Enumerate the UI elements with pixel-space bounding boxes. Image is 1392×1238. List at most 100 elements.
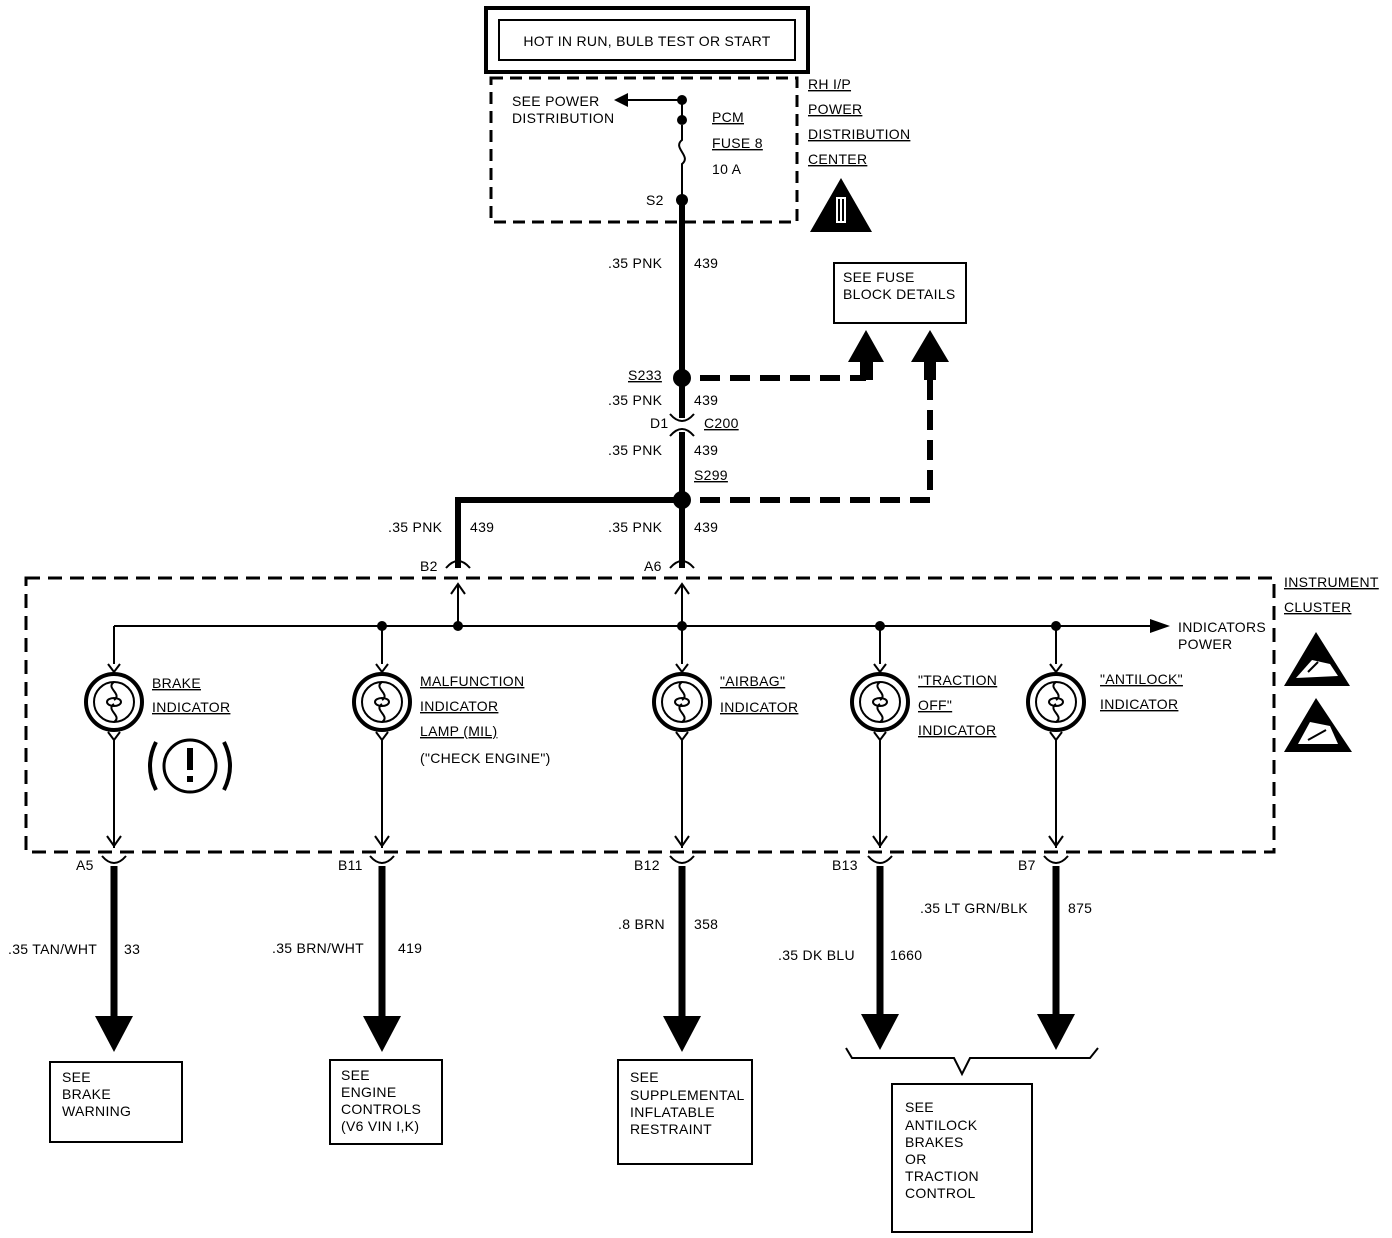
- connector-b13: [867, 855, 893, 864]
- mil-wire-circuit: 419: [398, 940, 422, 956]
- connector-b7: [1043, 855, 1069, 864]
- dest-abs-3: BRAKES: [905, 1134, 964, 1150]
- wire-gauge-2: .35 PNK: [608, 392, 663, 408]
- wire-circuit-5: 439: [694, 519, 718, 535]
- instrument-cluster-box: [24, 576, 1276, 854]
- fuse-line-2: FUSE 8: [712, 135, 763, 151]
- cluster-name-1: INSTRUMENT: [1284, 574, 1379, 590]
- mil-wire-gauge: .35 BRN/WHT: [272, 940, 364, 956]
- pin-b7: B7: [1018, 857, 1036, 873]
- pin-b12: B12: [634, 857, 660, 873]
- dest-brake-2: BRAKE: [62, 1086, 111, 1102]
- arrow-icon: [95, 1016, 133, 1052]
- pin-b13: B13: [832, 857, 858, 873]
- wire-gauge-1: .35 PNK: [608, 255, 663, 271]
- cluster-name-2: CLUSTER: [1284, 599, 1351, 615]
- power-distribution-center: SEE POWER DISTRIBUTION PCM FUSE 8 10 A S…: [489, 76, 910, 232]
- c200-name: C200: [704, 415, 739, 431]
- pdc-name-4: CENTER: [808, 151, 867, 167]
- fuse-line-3: 10 A: [712, 161, 742, 177]
- arrow-icon: [663, 1016, 701, 1052]
- dest-brake-3: WARNING: [62, 1103, 131, 1119]
- dest-abs-4: OR: [905, 1151, 927, 1167]
- dest-engine-controls: SEE ENGINE CONTROLS (V6 VIN I,K): [329, 1059, 443, 1145]
- connector-b12: [669, 855, 695, 864]
- airbag-label-2: INDICATOR: [720, 699, 798, 715]
- see-distribution-label: DISTRIBUTION: [512, 110, 614, 126]
- mil-label-4: ("CHECK ENGINE"): [420, 750, 551, 766]
- dest-engine-4: (V6 VIN I,K): [341, 1118, 419, 1134]
- antilock-wire-circuit: 875: [1068, 900, 1092, 916]
- bulb-icon: [84, 662, 144, 742]
- wire-circuit-3: 439: [694, 442, 718, 458]
- mil-label-1: MALFUNCTION: [420, 673, 524, 689]
- esd-hand-icon: [1284, 632, 1350, 686]
- connector-a5: [101, 855, 127, 864]
- fuse-icon: [678, 125, 686, 180]
- fuse-line-1: PCM: [712, 109, 744, 125]
- dest-brake-warning: SEE BRAKE WARNING: [49, 1061, 183, 1143]
- pdc-name-1: RH I/P: [808, 76, 851, 92]
- dest-sir: SEE SUPPLEMENTAL INFLATABLE RESTRAINT: [617, 1059, 753, 1165]
- see-power-label: SEE POWER: [512, 93, 600, 109]
- arrow-icon: [861, 1014, 899, 1050]
- arrow-icon: [614, 93, 628, 107]
- arrow-icon: [1150, 619, 1170, 633]
- pdc-name-2: POWER: [808, 101, 862, 117]
- wire-circuit-1: 439: [694, 255, 718, 271]
- wire-gauge-3: .35 PNK: [608, 442, 663, 458]
- dest-sir-3: INFLATABLE: [630, 1104, 715, 1120]
- wire-circuit-2: 439: [694, 392, 718, 408]
- dest-abs-1: SEE: [905, 1099, 934, 1115]
- traction-wire-gauge: .35 DK BLU: [778, 947, 855, 963]
- bulb-icon: [1026, 662, 1086, 742]
- dest-brake-1: SEE: [62, 1069, 91, 1085]
- fuse-block-reference: SEE FUSE BLOCK DETAILS: [833, 262, 967, 324]
- fuse-block-line-1: SEE FUSE: [843, 269, 915, 285]
- dest-abs-6: CONTROL: [905, 1185, 976, 1201]
- pdc-name-3: DISTRIBUTION: [808, 126, 910, 142]
- bulb-icon: [850, 662, 910, 742]
- dest-engine-3: CONTROLS: [341, 1101, 421, 1117]
- dest-abs: SEE ANTILOCK BRAKES OR TRACTION CONTROL: [891, 1083, 1033, 1233]
- dest-sir-4: RESTRAINT: [630, 1121, 712, 1137]
- traction-label-3: INDICATOR: [918, 722, 996, 738]
- splice-s233-label: S233: [628, 367, 662, 383]
- dest-sir-2: SUPPLEMENTAL: [630, 1087, 745, 1103]
- brake-indicator-label-2: INDICATOR: [152, 699, 230, 715]
- bulb-icon: [652, 662, 712, 742]
- traction-label-2: OFF": [918, 697, 952, 713]
- antilock-label-1: "ANTILOCK": [1100, 671, 1183, 687]
- indicators-power-1: INDICATORS: [1178, 619, 1266, 635]
- dest-engine-2: ENGINE: [341, 1084, 396, 1100]
- pin-b11: B11: [338, 857, 363, 873]
- pin-a5: A5: [76, 857, 94, 873]
- antilock-wire-gauge: .35 LT GRN/BLK: [920, 900, 1028, 916]
- wire-circuit-4: 439: [470, 519, 494, 535]
- airbag-wire-gauge: .8 BRN: [618, 916, 665, 932]
- airbag-wire-circuit: 358: [694, 916, 718, 932]
- power-source-header: HOT IN RUN, BULB TEST OR START: [484, 6, 810, 74]
- pin-a6: A6: [644, 558, 662, 574]
- traction-wire-circuit: 1660: [890, 947, 922, 963]
- dest-sir-1: SEE: [630, 1069, 659, 1085]
- arrow-icon: [363, 1016, 401, 1052]
- airbag-label-1: "AIRBAG": [720, 673, 785, 689]
- connector-c200: D1 C200: [650, 413, 739, 437]
- fuse-block-line-2: BLOCK DETAILS: [843, 286, 956, 302]
- c200-pin: D1: [650, 415, 669, 431]
- dest-abs-5: TRACTION: [905, 1168, 979, 1184]
- mil-label-3: LAMP (MIL): [420, 723, 497, 739]
- dest-engine-1: SEE: [341, 1067, 370, 1083]
- indicators-power-2: POWER: [1178, 636, 1232, 652]
- mil-label-2: INDICATOR: [420, 698, 498, 714]
- brake-warning-symbol-icon: [148, 738, 232, 794]
- brake-indicator-label-1: BRAKE: [152, 675, 201, 691]
- esd-warning-icon: [1284, 698, 1352, 752]
- brake-wire-gauge: .35 TAN/WHT: [8, 941, 97, 957]
- traction-label-1: "TRACTION: [918, 672, 997, 688]
- bulb-icon: [352, 662, 412, 742]
- brake-wire-circuit: 33: [124, 941, 140, 957]
- header-label: HOT IN RUN, BULB TEST OR START: [523, 33, 770, 49]
